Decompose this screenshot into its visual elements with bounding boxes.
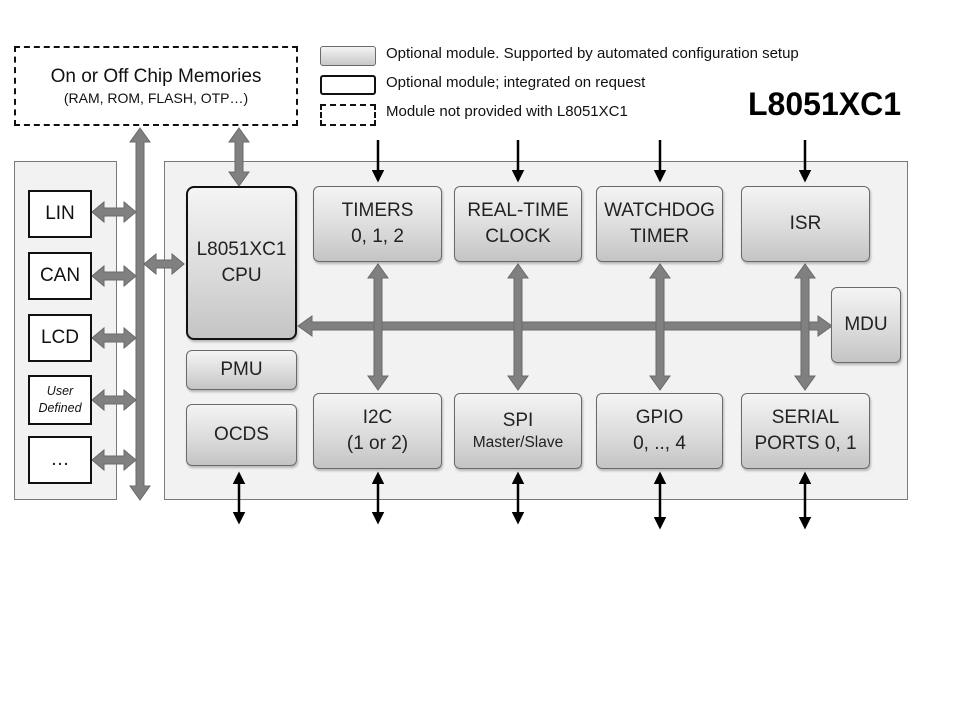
rtc-bus-link: [507, 263, 529, 391]
gpio-label-line1: GPIO: [635, 407, 684, 429]
legend-swatch-dashed: [320, 104, 376, 126]
timers-label-line2: 0, 1, 2: [351, 226, 404, 247]
isr-label: ISR: [789, 213, 822, 235]
more-peripherals-box: …: [28, 436, 92, 484]
isr-bus-link: [794, 263, 816, 391]
lin-label: LIN: [45, 203, 75, 224]
memories-box: On or Off Chip Memories (RAM, ROM, FLASH…: [14, 46, 298, 126]
mdu-block: MDU: [831, 287, 901, 363]
lcd-label: LCD: [40, 327, 79, 348]
lin-bus-link: [91, 200, 137, 224]
watchdog-bus-link: [649, 263, 671, 391]
cpu-label-line1: L8051XC1: [196, 239, 287, 261]
watchdog-label-line1: WATCHDOG: [604, 200, 715, 222]
watchdog-timer-block: WATCHDOG TIMER: [596, 186, 723, 262]
user-defined-label-line1: User: [46, 384, 74, 399]
i2c-block: I2C (1 or 2): [313, 393, 442, 469]
legend-text-bold: Optional module; integrated on request: [386, 74, 646, 91]
serial-label-line1: SERIAL: [771, 407, 840, 429]
memories-title: On or Off Chip Memories: [50, 65, 262, 87]
legend-text-dashed: Module not provided with L8051XC1: [386, 103, 628, 120]
spi-block: SPI Master/Slave: [454, 393, 582, 469]
timers-label-line1: TIMERS: [341, 200, 414, 222]
memory-cpu-bus: [228, 127, 250, 187]
lin-box: LIN: [28, 190, 92, 238]
timers-bus-link: [367, 263, 389, 391]
can-box: CAN: [28, 252, 92, 300]
lcd-bus-link: [91, 326, 137, 350]
gpio-block: GPIO 0, .., 4: [596, 393, 723, 469]
lcd-box: LCD: [28, 314, 92, 362]
pmu-label: PMU: [220, 359, 263, 381]
isr-block: ISR: [741, 186, 870, 262]
rtc-label-line1: REAL-TIME: [467, 200, 569, 222]
diagram-title: L8051XC1: [748, 86, 901, 122]
pmu-block: PMU: [186, 350, 297, 390]
more-bus-link: [91, 448, 137, 472]
rtc-label-line2: CLOCK: [485, 226, 551, 247]
legend-text-gray: Optional module. Supported by automated …: [386, 45, 799, 62]
user-defined-bus-link: [91, 388, 137, 412]
ocds-label: OCDS: [214, 424, 269, 446]
gpio-label-line2: 0, .., 4: [633, 433, 686, 454]
serial-ports-block: SERIAL PORTS 0, 1: [741, 393, 870, 469]
bus-cpu-link: [143, 252, 185, 276]
can-bus-link: [91, 264, 137, 288]
memories-subtitle: (RAM, ROM, FLASH, OTP…): [63, 90, 249, 107]
user-defined-label-line2: Defined: [38, 401, 82, 415]
user-defined-box: User Defined: [28, 375, 92, 425]
legend-swatch-bold: [320, 75, 376, 95]
i2c-label-line1: I2C: [362, 407, 393, 429]
i2c-label-line2: (1 or 2): [346, 433, 409, 454]
cpu-block: L8051XC1 CPU: [186, 186, 297, 340]
timers-block: TIMERS 0, 1, 2: [313, 186, 442, 262]
watchdog-label-line2: TIMER: [629, 226, 690, 247]
spi-label-line1: SPI: [502, 409, 534, 431]
legend-swatch-gray: [320, 46, 376, 66]
ocds-block: OCDS: [186, 404, 297, 466]
real-time-clock-block: REAL-TIME CLOCK: [454, 186, 582, 262]
more-peripherals-label: …: [50, 449, 70, 470]
spi-label-line2: Master/Slave: [472, 434, 564, 452]
cpu-label-line2: CPU: [221, 265, 262, 286]
mdu-label: MDU: [844, 314, 888, 336]
serial-label-line2: PORTS 0, 1: [754, 433, 857, 454]
system-bus-vertical: [129, 127, 151, 501]
can-label: CAN: [39, 265, 81, 286]
